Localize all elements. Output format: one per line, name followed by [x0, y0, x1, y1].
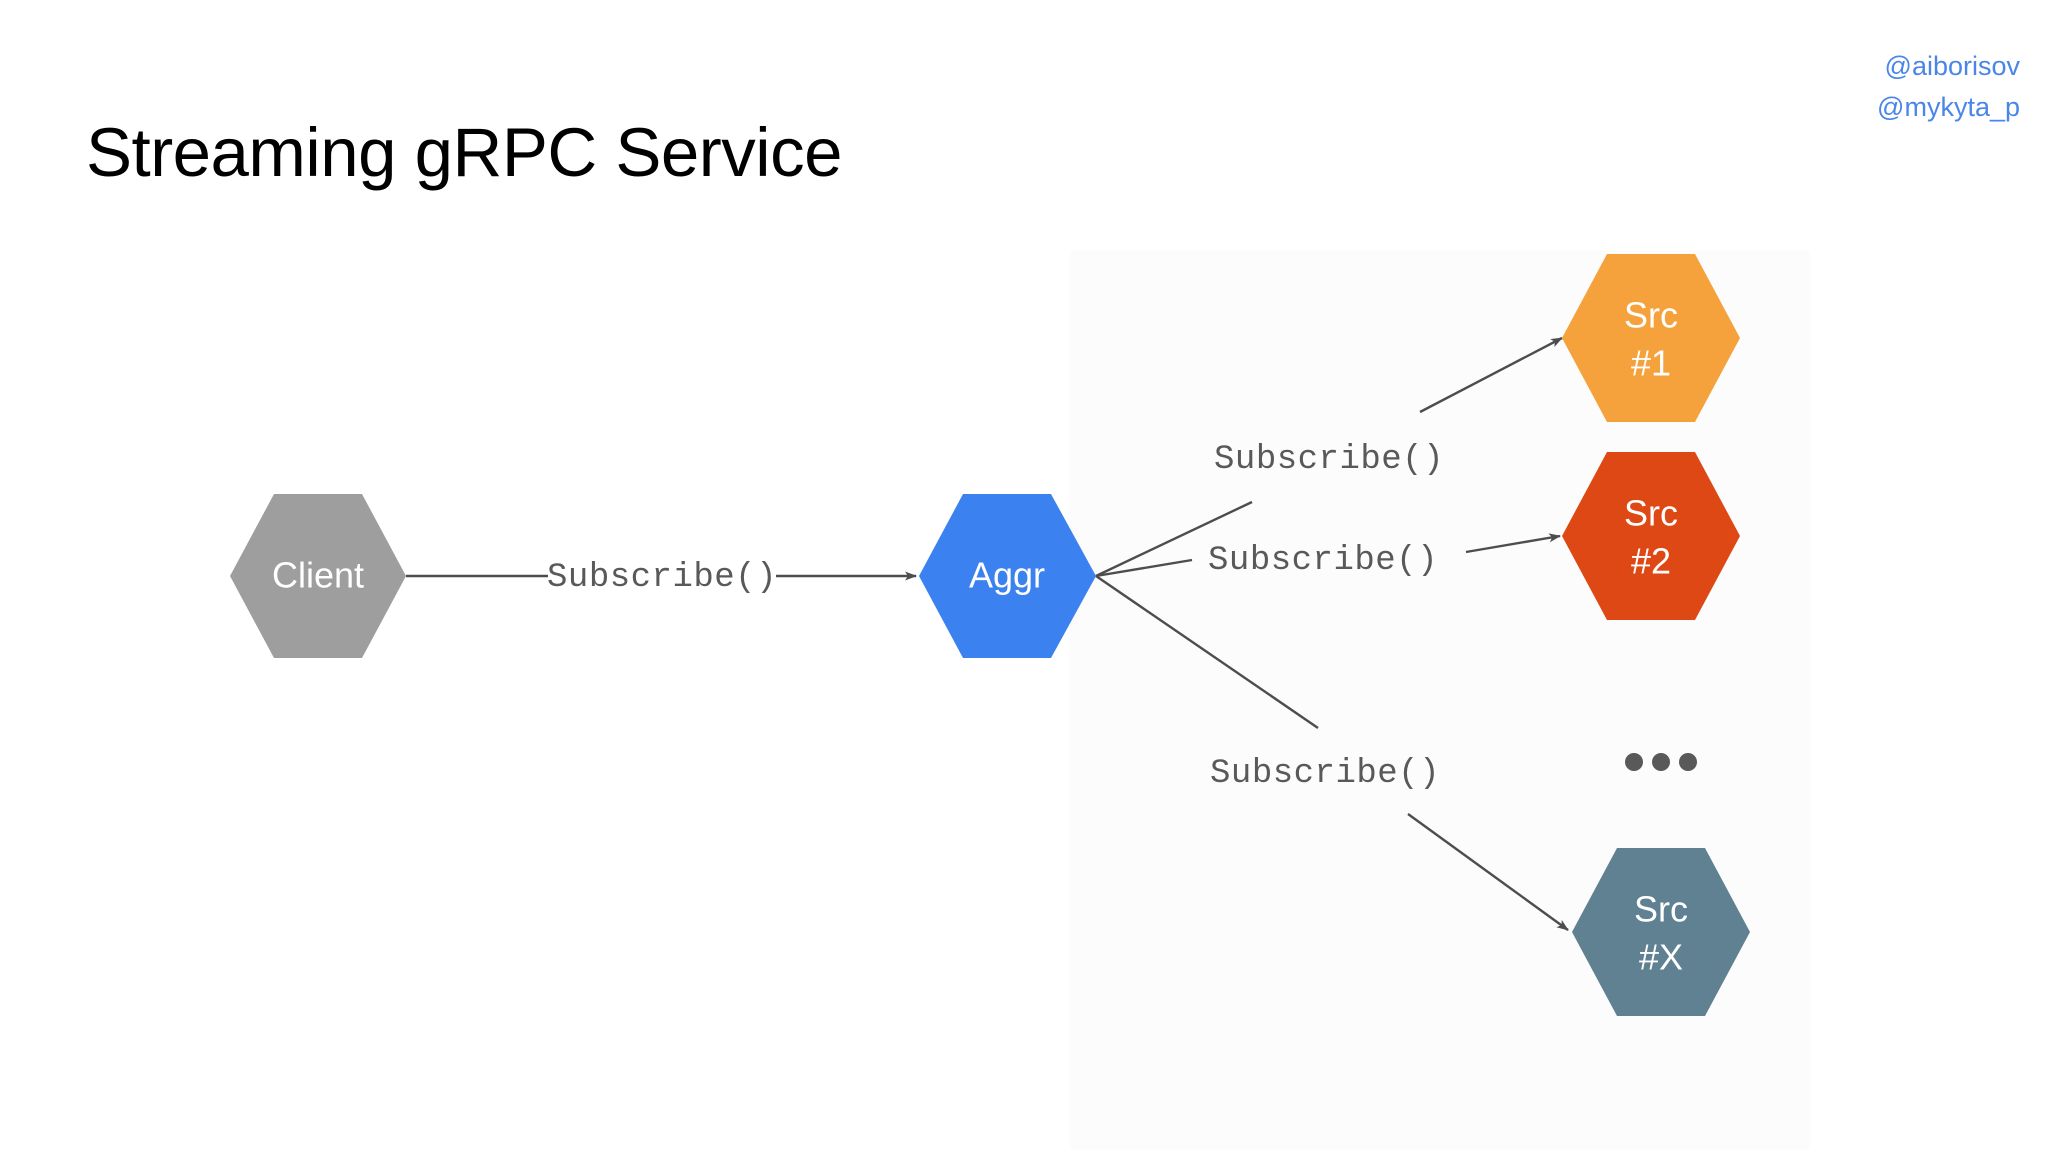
node-aggr[interactable]: Aggr [919, 494, 1096, 658]
src-1-hexagon [1562, 254, 1740, 422]
node-client[interactable]: Client [230, 494, 406, 658]
client-label: Client [272, 555, 364, 596]
edge-label-client-aggr: Subscribe() [547, 559, 777, 597]
author-handles: @aiborisov @mykyta_p [1877, 46, 2020, 128]
edge-aggr-src1 [1419, 336, 1563, 414]
aggr-label: Aggr [969, 555, 1045, 596]
src-x-label-line-1: Src [1634, 889, 1688, 930]
handle-mykyta-p[interactable]: @mykyta_p [1877, 92, 2020, 123]
handle-aiborisov[interactable]: @aiborisov [1884, 51, 2020, 81]
src-2-hexagon [1562, 452, 1740, 620]
edge-label-aggr-srcx: Subscribe() [1210, 755, 1440, 793]
edge-aggr-srcx [1407, 813, 1569, 931]
node-src-x[interactable]: Src #X [1572, 848, 1750, 1016]
ellipsis-dot-3 [1679, 753, 1697, 771]
ellipsis-dot-1 [1625, 753, 1643, 771]
node-src-2[interactable]: Src #2 [1562, 452, 1740, 620]
client-hexagon [230, 494, 406, 658]
edge-aggr-fan-top [1095, 500, 1253, 578]
edge-label-aggr-src2: Subscribe() [1208, 542, 1438, 580]
src-2-label-line-2: #2 [1631, 541, 1671, 582]
aggr-hexagon [919, 494, 1096, 658]
more-sources-ellipsis-icon [1625, 753, 1697, 771]
src-1-label-line-2: #1 [1631, 343, 1671, 384]
src-1-label-line-1: Src [1624, 295, 1678, 336]
page-title: Streaming gRPC Service [86, 114, 842, 191]
src-x-hexagon [1572, 848, 1750, 1016]
edge-aggr-src2 [1465, 533, 1561, 554]
edge-aggr-fan-mid [1095, 558, 1193, 578]
edge-label-aggr-src1: Subscribe() [1214, 441, 1444, 479]
src-x-label-line-2: #X [1639, 937, 1683, 978]
src-2-label-line-1: Src [1624, 493, 1678, 534]
edge-aggr-fan-bottom [1095, 575, 1319, 729]
ellipsis-dot-2 [1652, 753, 1670, 771]
node-src-1[interactable]: Src #1 [1562, 254, 1740, 422]
